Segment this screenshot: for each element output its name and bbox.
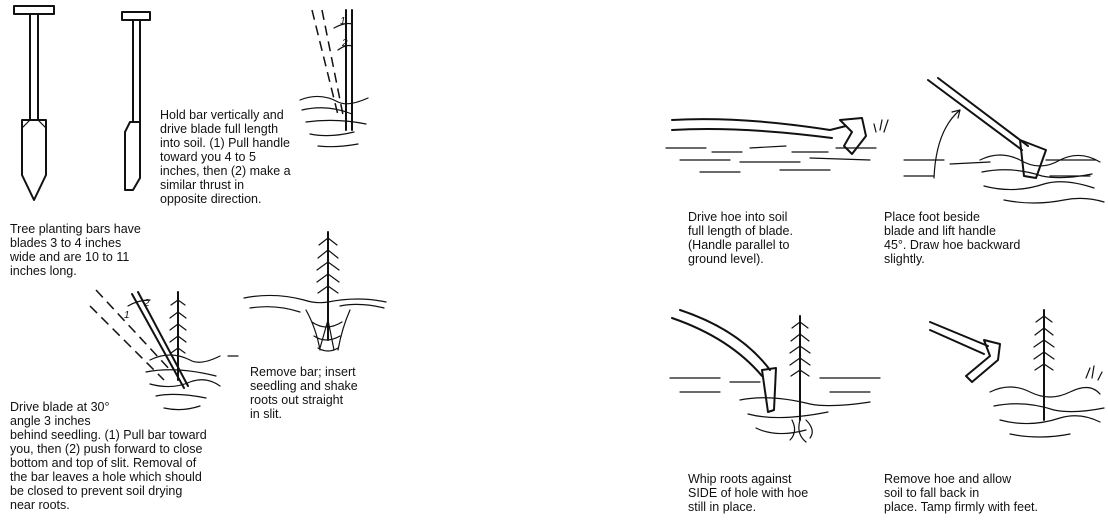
caption-bar-specs: Tree planting bars have blades 3 to 4 in…	[10, 222, 141, 278]
planting-bar-side-illustration	[122, 12, 150, 190]
caption-place-foot: Place foot beside blade and lift handle …	[884, 210, 1020, 266]
bar-angled-drive-illustration: 1 2	[90, 290, 238, 410]
angle-step-1: 1	[124, 310, 130, 321]
hoe-remove-tamp-illustration	[930, 310, 1104, 437]
hoe-whip-roots-illustration	[670, 310, 880, 442]
hoe-drive-into-soil-illustration	[666, 118, 888, 172]
step-number-1: 1	[340, 16, 346, 27]
caption-hold-bar: Hold bar vertically and drive blade full…	[160, 108, 291, 206]
hoe-lift-handle-illustration	[904, 78, 1104, 203]
caption-whip-roots: Whip roots against SIDE of hole with hoe…	[688, 472, 808, 514]
seedling-insert-illustration	[244, 232, 386, 351]
bar-vertical-in-soil-illustration: 1 2	[300, 10, 368, 147]
planting-bar-front-illustration	[14, 6, 54, 200]
caption-remove-hoe: Remove hoe and allow soil to fall back i…	[884, 472, 1038, 514]
caption-drive-blade: Drive blade at 30° angle 3 inches behind…	[10, 400, 207, 512]
step-number-2: 2	[341, 38, 348, 49]
angle-step-2: 2	[143, 298, 150, 309]
caption-remove-bar: Remove bar; insert seedling and shake ro…	[250, 365, 358, 421]
caption-drive-hoe: Drive hoe into soil full length of blade…	[688, 210, 793, 266]
